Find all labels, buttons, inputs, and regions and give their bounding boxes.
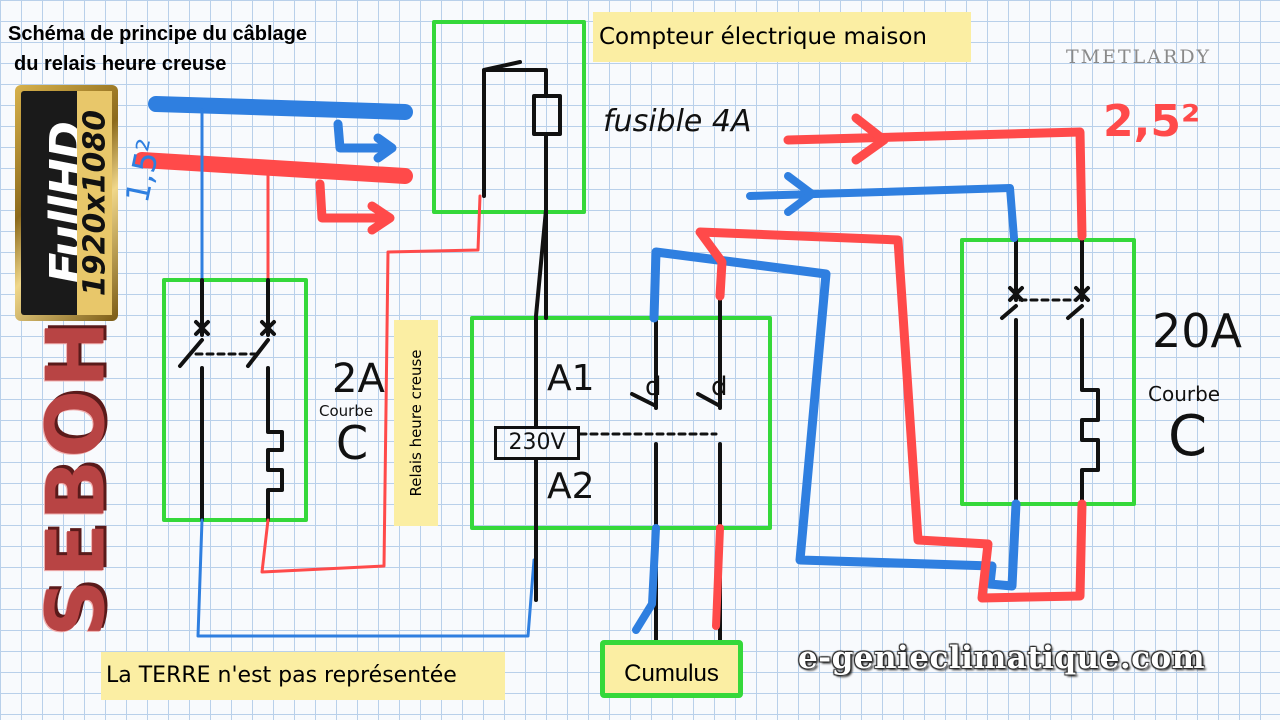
meter-fuse-box: [432, 20, 586, 214]
site-watermark: e-genieclimatique.com: [798, 640, 1206, 676]
breaker-20a-curve-word: Courbe: [1148, 382, 1221, 406]
breaker-2a-internals: [178, 278, 284, 522]
diagram-title-line2: du relais heure creuse: [14, 53, 227, 75]
resolution-text: 1920x1080: [77, 109, 113, 297]
supply-phase-arrow: [315, 179, 395, 235]
side-badge: SEBOH: [29, 318, 123, 638]
breaker-20a-internals: [1000, 238, 1100, 506]
fuse-rating-label: fusible 4A: [603, 104, 752, 139]
supply-phase-20a-arrow: [851, 113, 889, 165]
resolution-strip: [77, 91, 112, 315]
breaker-2a-curve: C: [336, 416, 369, 470]
out-phase-20a: [695, 227, 1087, 603]
breaker-2a-rating: 2A: [332, 356, 385, 402]
breaker-2a-curve-word: Courbe: [319, 402, 374, 420]
out-neutral-2a: [196, 518, 536, 638]
supply-phase-20a: [783, 127, 1087, 241]
relay-coil: 230V: [494, 426, 580, 460]
relay-contact-2-label: d: [711, 372, 728, 402]
section-2-5-label: 2,5²: [1103, 96, 1201, 147]
cumulus-neutral: [632, 524, 660, 634]
fullhd-badge: FullHD 1920x1080: [15, 85, 118, 321]
fuse-wiring: [482, 60, 548, 320]
relay-label: Relais heure creuse: [394, 320, 438, 526]
breaker-20a-rating: 20A: [1152, 304, 1243, 358]
cumulus-label: Cumulus: [600, 640, 743, 698]
supply-neutral: [148, 96, 413, 120]
out-neutral-20a: [649, 247, 1021, 591]
fuse-icon: [532, 94, 562, 136]
terminal-a1: A1: [547, 358, 595, 399]
terre-note: La TERRE n'est pas représentée: [101, 652, 505, 700]
cumulus-phase: [712, 524, 724, 630]
relay-box: [470, 316, 772, 530]
supply-neutral-20a-arrow: [784, 172, 816, 216]
breaker-20a-curve: C: [1168, 404, 1208, 469]
relay-contact-1-label: d: [645, 372, 662, 402]
brand-watermark: TMETLARDY: [1066, 46, 1212, 68]
diagram-title-line1: Schéma de principe du câblage: [8, 23, 307, 45]
out-phase-2a: [260, 194, 482, 574]
meter-label: Compteur électrique maison: [593, 12, 971, 62]
supply-phase: [134, 152, 413, 184]
breaker-20a-box: [960, 238, 1136, 506]
breaker-2a-box: [162, 278, 308, 522]
relay-label-text: Relais heure creuse: [407, 349, 425, 497]
supply-neutral-arrow: [333, 119, 397, 163]
terminal-a2: A2: [547, 466, 595, 507]
supply-neutral-20a: [746, 184, 1018, 242]
